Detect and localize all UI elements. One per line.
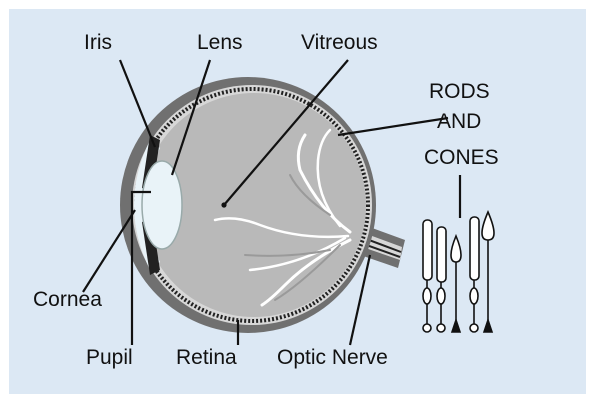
lens [142, 161, 182, 249]
label-retina: Retina [176, 346, 237, 369]
label-cornea: Cornea [33, 288, 102, 311]
label-vitreous: Vitreous [301, 31, 378, 54]
label-cones: CONES [424, 146, 499, 169]
label-rods: RODS [429, 80, 490, 103]
label-lens: Lens [197, 31, 243, 54]
label-iris: Iris [84, 31, 112, 54]
label-and: AND [437, 110, 481, 133]
label-pupil: Pupil [86, 346, 133, 369]
rods-and-cones-illustration [423, 212, 494, 332]
label-optic-nerve: Optic Nerve [277, 346, 388, 369]
